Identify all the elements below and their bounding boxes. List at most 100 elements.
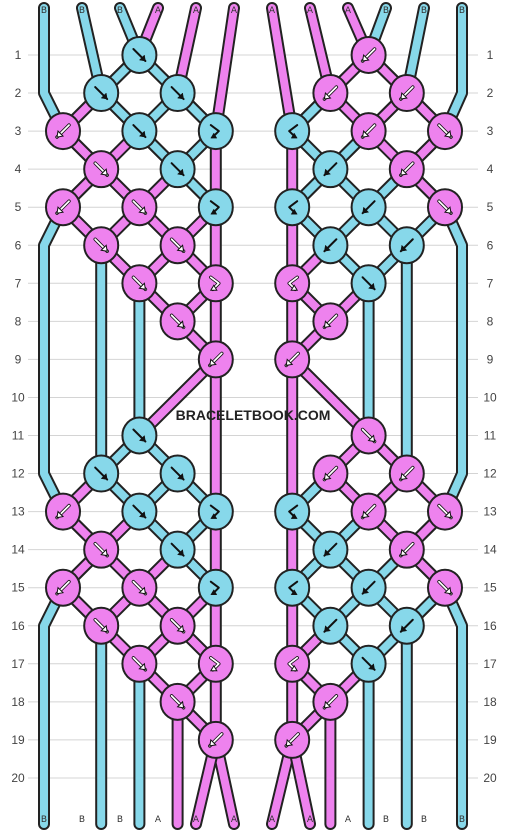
string-letter-bottom: B <box>383 815 389 825</box>
knot-r9-c4 <box>197 340 234 379</box>
knot-arrowhead-icon <box>367 434 376 443</box>
knot-r7-c4 <box>197 264 234 303</box>
knot-arrowhead-icon <box>323 92 332 100</box>
knot-ellipse <box>197 492 234 531</box>
knot-ellipse <box>274 644 311 683</box>
row-number-label: 11 <box>484 429 497 443</box>
knot-r15-c0 <box>45 568 81 607</box>
knot-r6-c9 <box>388 226 425 265</box>
knot-r13-c4 <box>197 492 234 531</box>
knot-ellipse <box>197 264 234 303</box>
knot-arrowhead-icon <box>290 208 298 215</box>
knot-arrowhead-icon <box>56 510 65 519</box>
knot-r14-c1 <box>83 530 120 569</box>
knot-arrowhead-icon <box>56 206 65 214</box>
knot-r6-c1 <box>83 226 120 265</box>
knot-r17-c6 <box>274 644 311 683</box>
knot-arrowhead-icon <box>210 208 218 215</box>
row-number-label: 16 <box>11 619 25 633</box>
row-number-label: 20 <box>11 771 25 785</box>
string-letter-bottom: A <box>307 815 314 825</box>
knot-r2-c3 <box>159 74 196 113</box>
knot-r7-c2 <box>121 264 158 303</box>
row-number-label: 12 <box>483 467 497 481</box>
row-number-label: 7 <box>487 276 494 290</box>
row-number-label: 4 <box>15 162 22 176</box>
knot-r3-c6 <box>274 112 311 151</box>
knot-arrowhead-icon <box>368 282 375 290</box>
row-number-label: 1 <box>487 48 494 62</box>
knot-arrowhead-icon <box>176 624 185 633</box>
knot-arrowhead-icon <box>324 244 331 252</box>
knot-r5-c6 <box>274 188 311 227</box>
knot-r11-c2 <box>121 416 158 455</box>
knot-r11-c8 <box>350 416 387 455</box>
knots <box>45 36 463 759</box>
knot-r5-c0 <box>45 188 81 227</box>
string-path-A <box>268 4 297 828</box>
knot-r19-c6 <box>274 720 311 759</box>
row-number-label: 2 <box>487 86 494 100</box>
knot-arrowhead-icon <box>138 282 147 290</box>
knot-r13-c0 <box>45 492 81 531</box>
knot-arrowhead-icon <box>56 130 65 138</box>
knot-r18-c3 <box>159 682 196 721</box>
knot-r16-c7 <box>312 606 349 645</box>
row-number-label: 20 <box>483 771 497 785</box>
string-letter-bottom: A <box>231 815 238 825</box>
row-number-label: 9 <box>487 352 494 366</box>
knot-arrowhead-icon <box>290 664 299 672</box>
knot-arrowhead-icon <box>361 130 370 138</box>
knot-r17-c2 <box>121 644 158 683</box>
knot-r13-c2 <box>121 492 158 531</box>
knot-arrowhead-icon <box>400 472 408 481</box>
knot-r14-c9 <box>388 530 425 569</box>
row-number-label: 17 <box>483 657 497 671</box>
knot-arrowhead-icon <box>362 587 370 595</box>
knot-r3-c2 <box>121 112 158 151</box>
knot-arrowhead-icon <box>285 738 294 747</box>
knot-arrowhead-icon <box>290 132 298 139</box>
knot-arrowhead-icon <box>177 92 184 100</box>
knot-arrowhead-icon <box>210 513 218 519</box>
row-number-label: 5 <box>487 200 494 214</box>
string-letter-top: B <box>41 6 47 16</box>
row-number-label: 15 <box>11 581 25 595</box>
knot-r2-c9 <box>388 74 425 113</box>
row-number-label: 8 <box>15 314 22 328</box>
string-letter-bottom: A <box>193 815 200 825</box>
knot-arrowhead-icon <box>400 548 408 557</box>
knot-r16-c3 <box>159 606 196 645</box>
string-letter-top: B <box>383 6 389 16</box>
knot-r5-c10 <box>427 188 463 227</box>
string-letter-bottom: B <box>459 815 465 825</box>
knot-r14-c7 <box>312 530 349 569</box>
knot-r17-c4 <box>197 644 234 683</box>
knot-r6-c3 <box>159 226 196 265</box>
knot-ellipse <box>274 188 311 227</box>
knot-r16-c1 <box>83 606 120 645</box>
knot-r19-c4 <box>197 720 234 759</box>
knot-arrowhead-icon <box>368 663 375 671</box>
knot-r3-c8 <box>350 112 387 151</box>
row-number-label: 7 <box>15 276 22 290</box>
knot-r2-c7 <box>312 74 349 113</box>
knot-arrowhead-icon <box>56 586 65 595</box>
row-number-label: 19 <box>11 733 25 747</box>
row-number-label: 6 <box>487 238 494 252</box>
knot-r18-c7 <box>312 682 349 721</box>
knot-ellipse <box>274 492 311 531</box>
knot-arrowhead-icon <box>138 662 147 671</box>
knot-arrowhead-icon <box>361 53 370 62</box>
knot-r4-c9 <box>388 150 425 189</box>
knot-r15-c2 <box>121 568 158 607</box>
knot-r4-c7 <box>312 150 349 189</box>
knot-arrowhead-icon <box>209 664 218 672</box>
knot-ellipse <box>274 568 311 607</box>
knot-r15-c8 <box>350 568 387 607</box>
knot-r13-c8 <box>350 492 387 531</box>
knot-r6-c7 <box>312 226 349 265</box>
knot-r3-c4 <box>197 112 234 151</box>
string-letter-top: A <box>269 6 276 16</box>
